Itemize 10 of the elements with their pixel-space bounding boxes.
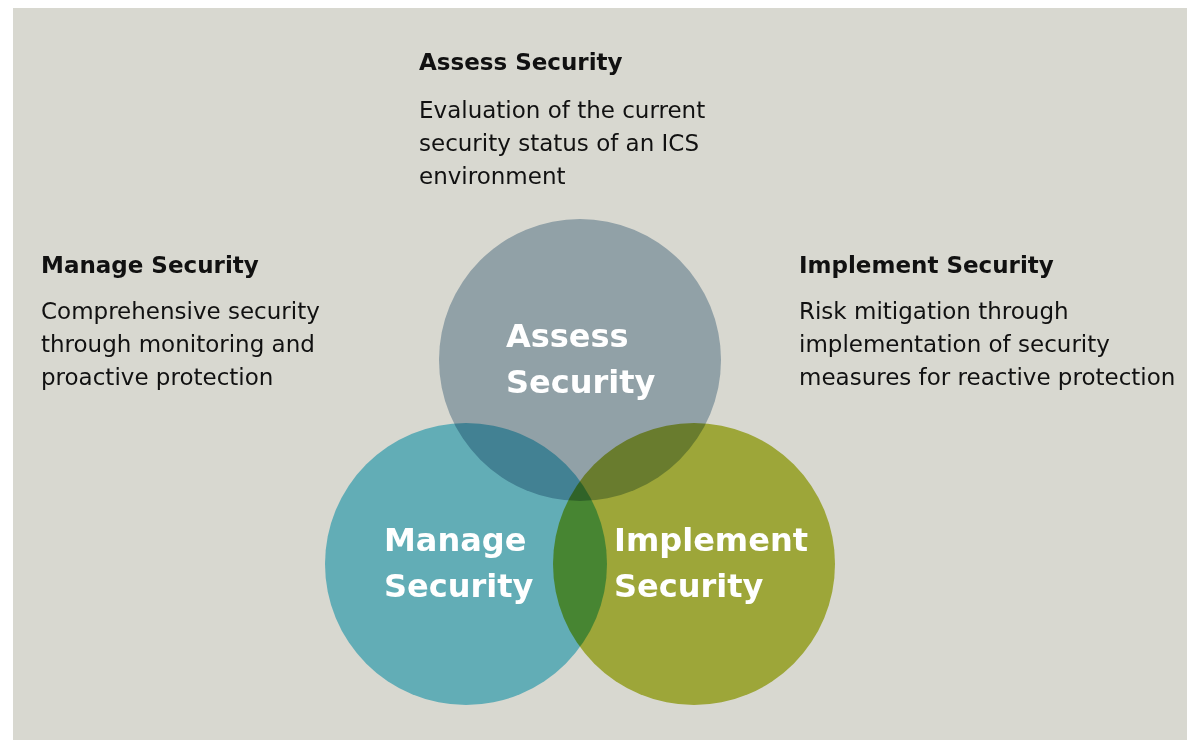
heading: Assess Security (419, 48, 623, 77)
circle-label: Manage Security (384, 520, 535, 607)
circle-label: Assess Security (506, 316, 657, 403)
description-text: Risk mitigation through implementation of security measures for reactive protection (799, 297, 1177, 392)
description-text: Comprehensive security through monitoring and proactive protection (41, 297, 321, 392)
venn-circle (553, 423, 835, 705)
description-text: Evaluation of the current security status of an ICS environment (419, 96, 707, 191)
circle-label: Implement Security (614, 520, 809, 607)
heading: Manage Security (41, 251, 259, 280)
heading: Implement Security (799, 251, 1054, 280)
